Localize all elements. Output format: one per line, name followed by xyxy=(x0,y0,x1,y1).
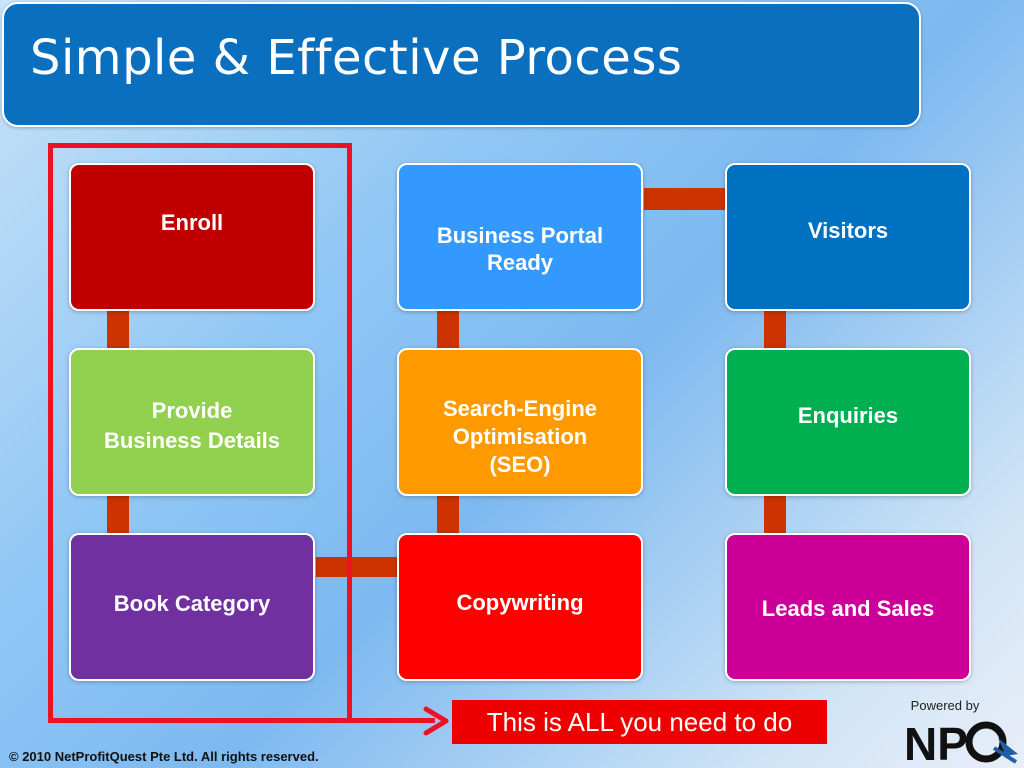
step-leads-sales-label: Leads and Sales xyxy=(761,596,935,621)
connector-provide-book xyxy=(107,496,129,534)
step-book-category-box: Book Category xyxy=(69,533,315,681)
callout-arrow-head-icon xyxy=(423,706,449,736)
step-book-category-label: Book Category xyxy=(113,591,271,616)
step-enquiries-label: Enquiries xyxy=(797,403,899,428)
connector-enroll-provide xyxy=(107,311,129,349)
title-bar: Simple & Effective Process xyxy=(2,2,921,127)
step-copywriting-label: Copywriting xyxy=(456,590,584,615)
logo-caption: Powered by xyxy=(910,698,980,713)
step-seo-label: Search-Engine Optimisation (SEO) xyxy=(442,396,598,477)
step-enquiries-box: Enquiries xyxy=(725,348,971,496)
step-provide-details-label: Provide Business Details xyxy=(103,398,281,453)
step-visitors-box: Visitors xyxy=(725,163,971,311)
npq-logo: Powered by NP xyxy=(902,698,1020,766)
connector-enquiries-leads xyxy=(764,496,786,534)
page-title: Simple & Effective Process xyxy=(30,30,683,86)
step-enroll-box: Enroll xyxy=(69,163,315,311)
step-provide-details-box: Provide Business Details xyxy=(69,348,315,496)
npq-logo-mark: NP xyxy=(904,718,1018,766)
copyright-footer: © 2010 NetProfitQuest Pte Ltd. All right… xyxy=(9,749,319,764)
step-enroll-label: Enroll xyxy=(160,210,224,235)
step-leads-sales-box: Leads and Sales xyxy=(725,533,971,681)
connector-book-copywriting xyxy=(316,557,398,577)
step-seo-box: Search-Engine Optimisation (SEO) xyxy=(397,348,643,496)
callout-box: This is ALL you need to do xyxy=(452,700,827,744)
svg-text:NP: NP xyxy=(904,718,968,766)
connector-visitors-enquiries xyxy=(764,311,786,349)
step-copywriting-box: Copywriting xyxy=(397,533,643,681)
connector-seo-portal xyxy=(437,311,459,349)
first-column-highlight xyxy=(48,143,352,723)
step-visitors-label: Visitors xyxy=(807,218,889,243)
connector-portal-visitors xyxy=(644,188,726,210)
step-business-portal-box: Business Portal Ready xyxy=(397,163,643,311)
callout-arrow-line xyxy=(349,718,435,723)
connector-copywriting-seo xyxy=(437,496,459,534)
step-business-portal-label: Business Portal Ready xyxy=(436,223,604,275)
